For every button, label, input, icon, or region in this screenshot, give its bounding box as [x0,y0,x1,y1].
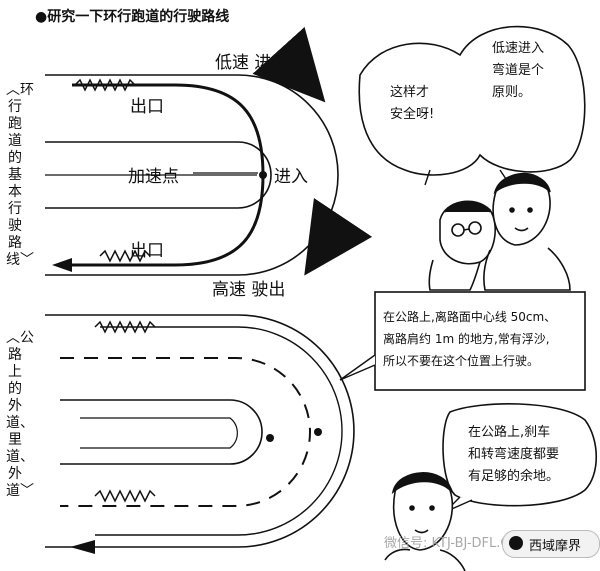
page-title: ●研究一下环行跑道的行驶路线 [35,9,230,25]
accel-point-label: 加速点 [128,167,179,187]
apex-dot [259,171,267,179]
road-note-text: 在公路上,离路面中心线 50cm、 离路肩约 1m 的地方,常有浮沙, 所以不要… [383,310,557,368]
safe-bubble-text: 这样才 安全呀! [390,85,435,122]
brake-note-bubble [442,403,598,507]
enter-label: 进入 [274,167,308,187]
high-speed-exit-label: 高速 驶出 [212,280,286,300]
lane-dot-inner [266,434,274,442]
principle-bubble-text: 低速进入 弯道是个 原则。 [492,41,545,100]
enter-arrow [252,26,326,103]
low-speed-enter-label: 低速 进入 [215,53,289,73]
brake-note-text: 在公路上,刹车 和转弯速度都要 有足够的余地。 [468,425,560,484]
brand-label: 西域摩界 [529,539,582,554]
road-note-box [374,291,586,391]
watermark-text: 微信号: KTJ-BJ-DFL.COM [384,536,531,551]
brand-icon [509,536,523,550]
exit-bottom-label: 出口 [130,241,164,261]
boy-illustration [384,472,466,571]
lane-dot-outer [314,428,322,436]
thought-bubble-outline [358,25,586,176]
exit-top-label: 出口 [130,97,164,117]
bottom-side-label: ︿公路上的外道、里道、外道﹀ [6,330,34,499]
exit-arrow [304,197,373,276]
kids-illustration [428,172,571,291]
top-side-label: ︿环行跑道的基本行驶路线﹀ [6,82,34,268]
bottom-road [45,314,355,554]
watermark-brand: 西域摩界 [502,530,600,558]
